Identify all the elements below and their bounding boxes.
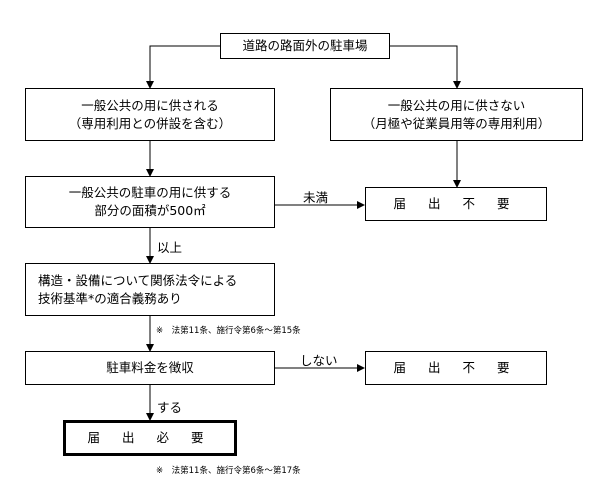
public-use-line1: 一般公共の用に供される xyxy=(81,97,219,113)
does-not-label: しない xyxy=(300,353,338,368)
area-condition-line1: 一般公共の駐車の用に供する xyxy=(68,185,232,200)
public-use-box: 一般公共の用に供される （専用利用との併設を含む） xyxy=(25,88,275,141)
non-public-use-line1: 一般公共の用に供さない xyxy=(387,97,526,113)
public-use-line2: （専用利用との併設を含む） xyxy=(68,115,232,131)
not-required-text-2: 届 出 不 要 xyxy=(393,360,519,375)
footnote-2: ※ 法第11条、施行令第6条～第17条 xyxy=(156,466,301,476)
parking-lot-text: 道路の路面外の駐車場 xyxy=(242,38,368,53)
area-condition-line2: 部分の面積が500㎡ xyxy=(94,203,206,218)
parking-fee-text: 駐車料金を徴収 xyxy=(106,360,194,375)
not-required-text-1: 届 出 不 要 xyxy=(393,196,519,211)
parking-fee-box: 駐車料金を徴収 xyxy=(25,351,275,385)
not-required-box-1: 届 出 不 要 xyxy=(365,187,547,221)
structure-obligation-line2: 技術基準*の適合義務あり xyxy=(38,290,182,306)
parking-lot-box: 道路の路面外の駐車場 xyxy=(220,33,390,59)
area-condition-box: 一般公共の駐車の用に供する 部分の面積が500㎡ xyxy=(25,176,275,228)
does-label: する xyxy=(157,400,183,415)
required-text: 届 出 必 要 xyxy=(87,430,213,445)
not-required-box-2: 届 出 不 要 xyxy=(365,351,547,385)
non-public-use-line2: （月極や従業員用等の専用利用） xyxy=(362,115,551,131)
structure-obligation-box: 構造・設備について関係法令による 技術基準*の適合義務あり xyxy=(25,263,275,316)
required-box: 届 出 必 要 xyxy=(63,420,237,456)
non-public-use-box: 一般公共の用に供さない （月極や従業員用等の専用利用） xyxy=(330,88,583,141)
arrow-top-to-nonpublic xyxy=(390,45,461,89)
structure-obligation-line1: 構造・設備について関係法令による xyxy=(38,272,238,288)
arrow-top-to-public xyxy=(146,45,220,89)
less-than-label: 未満 xyxy=(303,190,329,205)
or-more-label: 以上 xyxy=(157,240,183,255)
footnote-1: ※ 法第11条、施行令第6条～第15条 xyxy=(156,326,301,336)
